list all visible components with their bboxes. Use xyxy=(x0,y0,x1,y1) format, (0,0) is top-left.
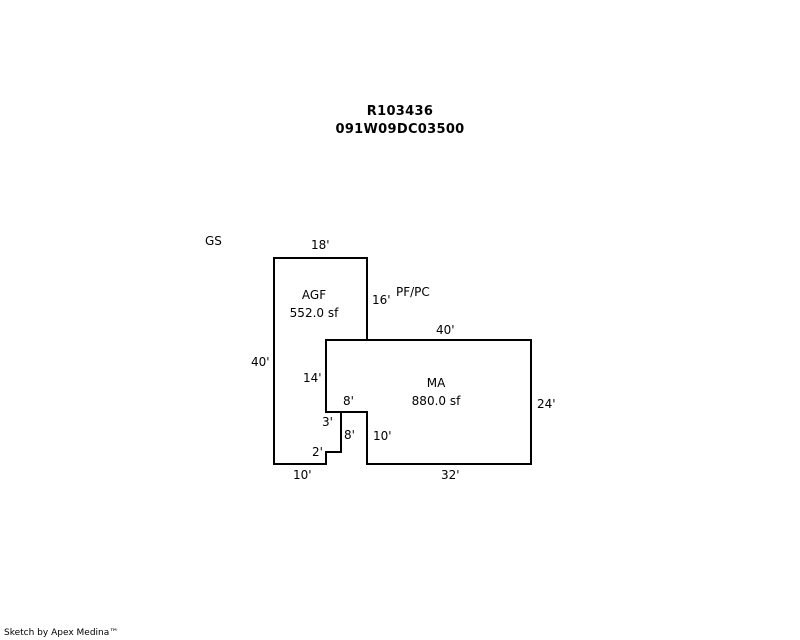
dim-agf-top: 18' xyxy=(311,238,330,252)
dim-agf-bottom: 10' xyxy=(293,468,312,482)
parcel-id: R103436 xyxy=(366,104,434,119)
area-code: AGF xyxy=(301,288,327,302)
dim-notch-left: 3' xyxy=(322,415,333,429)
dim-ma-right: 24' xyxy=(537,397,556,411)
area-label-agf: AGF 552.0 sf xyxy=(274,286,354,322)
dim-notch-top: 8' xyxy=(343,394,354,408)
ma-outline xyxy=(325,339,532,465)
map-number: 091W09DC03500 xyxy=(335,122,465,137)
area-size: 880.0 sf xyxy=(411,394,461,408)
area-label-ma: MA 880.0 sf xyxy=(396,374,476,410)
dim-notch-right: 8' xyxy=(344,428,355,442)
agf-outline xyxy=(273,257,368,465)
pf-pc-note: PF/PC xyxy=(396,285,430,299)
dim-notch-inner: 10' xyxy=(373,429,392,443)
dim-ma-bottom: 32' xyxy=(441,468,460,482)
dim-agf-right: 16' xyxy=(372,293,391,307)
gs-note: GS xyxy=(205,234,222,248)
dim-ma-inner-left: 14' xyxy=(303,371,322,385)
dim-agf-left: 40' xyxy=(251,355,270,369)
area-code: MA xyxy=(426,376,446,390)
area-size: 552.0 sf xyxy=(289,306,339,320)
sketch-credit: Sketch by Apex Medina™ xyxy=(4,628,119,638)
dim-ma-top: 40' xyxy=(436,323,455,337)
dim-step: 2' xyxy=(312,445,323,459)
